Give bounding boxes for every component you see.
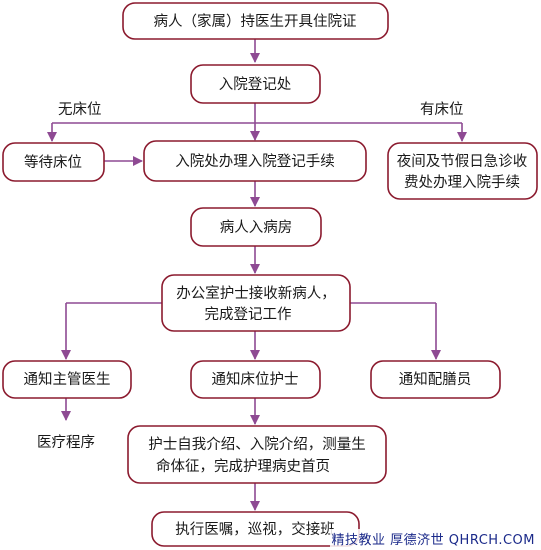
node-admission-office: 入院登记处 [190, 64, 321, 104]
node-execute-orders-text: 执行医嘱，巡视，交接班 [175, 520, 335, 538]
node-wait-bed-text: 等待床位 [24, 153, 82, 171]
node-night-holiday-line2: 费处办理入院手续 [404, 174, 520, 191]
node-office-register-text: 入院处办理入院登记手续 [175, 153, 335, 170]
node-notify-doctor: 通知主管医生 [2, 360, 132, 399]
node-notify-bed-nurse: 通知床位护士 [190, 360, 321, 399]
node-wait-bed: 等待床位 [2, 142, 105, 182]
node-nurse-intro: 护士自我介绍、入院介绍，测量生 命体征，完成护理病史首页 [127, 425, 387, 484]
node-notify-meal-text: 通知配膳员 [399, 371, 472, 388]
node-nurse-intro-line1: 护士自我介绍、入院介绍，测量生 [148, 436, 366, 453]
medical-procedure-text: 医疗程序 [37, 434, 95, 451]
node-start: 病人（家属）持医生开具住院证 [122, 2, 389, 40]
node-office-register: 入院处办理入院登记手续 [143, 140, 367, 182]
node-nurse-receive: 办公室护士接收新病人， 完成登记工作 [161, 274, 351, 332]
node-notify-meal: 通知配膳员 [370, 360, 501, 399]
node-nurse-intro-line2: 命体征，完成护理病史首页 [156, 457, 330, 475]
label-no-bed: 无床位 [58, 101, 102, 118]
node-notify-bed-nurse-text: 通知床位护士 [212, 371, 299, 388]
node-night-holiday: 夜间及节假日急诊收 费处办理入院手续 [387, 142, 538, 200]
node-enter-ward: 病人入病房 [190, 207, 322, 247]
node-start-text: 病人（家属）持医生开具住院证 [154, 13, 357, 30]
node-notify-doctor-text: 通知主管医生 [24, 371, 111, 388]
node-enter-ward-text: 病人入病房 [220, 219, 293, 236]
node-night-holiday-line1: 夜间及节假日急诊收 [397, 153, 528, 170]
watermark: 精技教业 厚德济世 QHRCH.COM [329, 529, 537, 548]
label-has-bed: 有床位 [420, 101, 464, 118]
node-execute-orders: 执行医嘱，巡视，交接班 [151, 511, 360, 547]
node-nurse-receive-line2: 完成登记工作 [205, 306, 292, 323]
node-nurse-receive-line1: 办公室护士接收新病人， [176, 285, 336, 302]
node-admission-office-text: 入院登记处 [219, 76, 292, 93]
